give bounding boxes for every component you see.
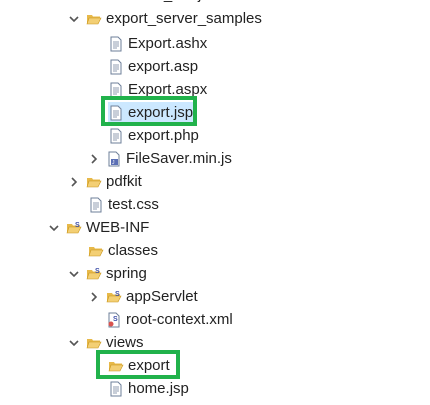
chevron-down-icon[interactable] <box>68 332 80 354</box>
chevron-right-icon[interactable] <box>88 148 100 170</box>
tree-item-spring[interactable]: S spring <box>68 263 147 285</box>
tree-item-label: home.jsp <box>128 380 189 397</box>
tree-item-label: views <box>106 334 144 351</box>
tree-item-appservlet[interactable]: S appServlet <box>88 286 198 308</box>
js-file-icon: J <box>106 151 122 167</box>
tree-item-label: classes <box>108 242 159 259</box>
tree-item-label: export.php <box>128 127 199 144</box>
chevron-right-icon[interactable] <box>88 286 100 308</box>
tree-item-label: Export.aspx <box>128 81 208 98</box>
tree-item-label: pdfkit <box>106 173 142 190</box>
tree-item-label: export.asp <box>128 58 199 75</box>
svg-text:S: S <box>115 291 120 298</box>
tree-item-web-inf[interactable]: S WEB-INF <box>48 217 149 239</box>
text-file-icon <box>108 128 124 144</box>
text-file-icon <box>108 381 124 397</box>
tree-item-pdfkit[interactable]: pdfkit <box>68 171 142 193</box>
svg-text:S: S <box>75 222 80 229</box>
text-file-icon <box>108 36 124 52</box>
chevron-down-icon[interactable] <box>68 263 80 285</box>
tree-item-label: export <box>128 357 170 374</box>
text-file-icon <box>108 59 124 75</box>
svg-text:S: S <box>95 268 100 275</box>
folder-open-icon <box>88 243 104 259</box>
folder-open-icon <box>86 11 102 27</box>
spring-xml-file-icon: S <box>106 312 122 328</box>
tree-item-label: test.css <box>108 196 159 213</box>
tree-item-label: root-context.xml <box>126 311 233 328</box>
tree-item-label: appServlet <box>126 288 198 305</box>
folder-open-icon <box>108 358 124 374</box>
tree-item-export-php[interactable]: export.php <box>108 125 199 147</box>
tree-item-export-ashx[interactable]: Export.ashx <box>108 33 207 55</box>
highlight-box-export-jsp <box>101 96 197 126</box>
chevron-down-icon[interactable] <box>68 8 80 30</box>
tree-item-label: export.jsp <box>128 104 194 121</box>
tree-item-export-asp[interactable]: export.asp <box>108 56 198 78</box>
spring-folder-icon: S <box>86 266 102 282</box>
tree-item-views[interactable]: views <box>68 332 144 354</box>
tree-item-test-css[interactable]: test.css <box>88 194 159 216</box>
folder-open-icon <box>86 174 102 190</box>
spring-folder-icon: S <box>106 289 122 305</box>
tree-item-label: spring <box>106 265 147 282</box>
tree-item-export-jsp[interactable]: export.jsp <box>108 102 198 124</box>
tree-item-export-folder[interactable]: export <box>108 355 170 377</box>
chevron-down-icon[interactable] <box>48 217 60 239</box>
chevron-right-icon[interactable] <box>68 171 80 193</box>
tree-item-export-aspx[interactable]: Export.aspx <box>108 79 207 101</box>
highlight-box-export-folder <box>96 350 180 379</box>
tree-item-filesaver-min-js[interactable]: J FileSaver.min.js <box>88 148 232 170</box>
text-file-icon <box>108 105 124 121</box>
spring-folder-icon: S <box>66 220 82 236</box>
svg-text:J: J <box>112 160 115 166</box>
svg-text:S: S <box>113 316 118 323</box>
tree-item-label: Export.ashx <box>128 35 208 52</box>
cut-off-top-item: normal_rootjson <box>118 0 226 3</box>
text-file-icon <box>108 82 124 98</box>
tree-item-label: export_server_samples <box>106 10 262 27</box>
folder-open-icon <box>86 335 102 351</box>
tree-item-home-jsp[interactable]: home.jsp <box>108 378 189 400</box>
tree-item-label: WEB-INF <box>86 219 150 236</box>
tree-item-label: FileSaver.min.js <box>126 150 232 167</box>
tree-item-export-server-samples[interactable]: export_server_samples <box>68 8 262 30</box>
text-file-icon <box>88 197 104 213</box>
tree-item-root-context-xml[interactable]: S root-context.xml <box>106 309 233 331</box>
tree-item-classes[interactable]: classes <box>88 240 158 262</box>
